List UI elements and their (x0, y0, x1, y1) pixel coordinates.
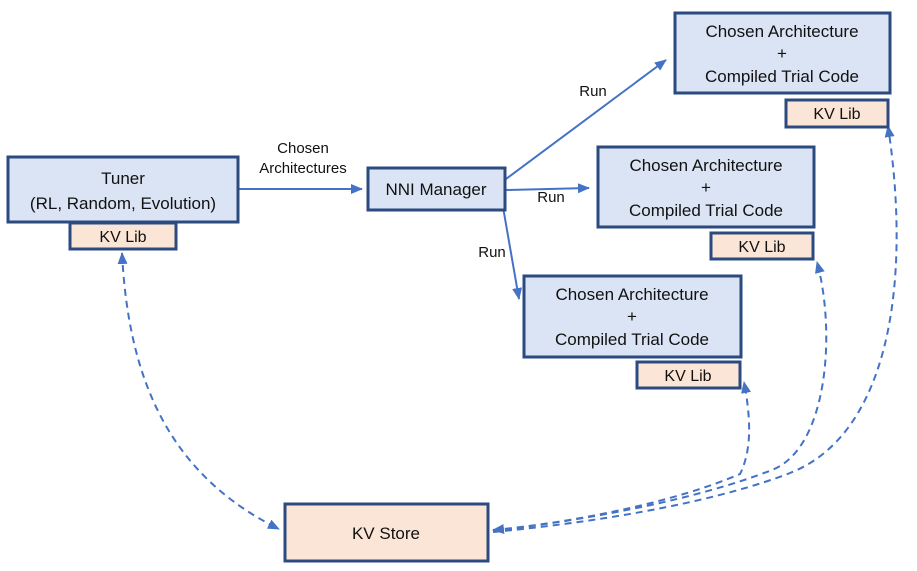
trial-middle-line2: + (701, 178, 711, 197)
run-label-middle: Run (537, 189, 565, 206)
chosen-architectures-label-line1: Chosen (277, 140, 329, 157)
trial-middle-kvlib-box (709, 231, 815, 261)
trial-box-middle (596, 145, 816, 229)
chosen-architectures-label-line2: Architectures (259, 160, 347, 177)
trial-top-line1: Chosen Architecture (705, 22, 858, 41)
tuner-box (6, 155, 240, 224)
trial-middle-kvlib-label: KV Lib (738, 239, 785, 256)
trial-box-bottom (522, 274, 743, 359)
kvstore-to-trial3-kvlib-link (492, 381, 751, 534)
kv-store-box (283, 502, 490, 563)
trial-box-top (673, 11, 892, 95)
trial-bottom-kvlib-label: KV Lib (664, 368, 711, 385)
kvstore-to-trial1-kvlib-link (492, 125, 898, 533)
run-label-bottom: Run (478, 244, 506, 261)
tuner-subtitle: (RL, Random, Evolution) (30, 194, 216, 213)
run-label-top: Run (579, 83, 607, 100)
trial-middle-line1: Chosen Architecture (629, 156, 782, 175)
trial-middle-line3: Compiled Trial Code (629, 201, 783, 220)
trial-bottom-line1: Chosen Architecture (555, 285, 708, 304)
tuner-kvlib-box (68, 221, 178, 251)
tuner-kvlib-to-kvstore-link (117, 252, 280, 530)
tuner-title: Tuner (101, 169, 145, 188)
nni-to-trial1-arrow (505, 59, 667, 180)
kvstore-to-trial2-kvlib-link (492, 261, 828, 532)
nni-to-trial3-arrow (502, 206, 523, 300)
kv-store-label: KV Store (352, 524, 420, 543)
trial-top-line2: + (777, 44, 787, 63)
tuner-kvlib-label: KV Lib (99, 229, 146, 246)
trial-bottom-kvlib-box (635, 360, 742, 390)
trial-top-kvlib-label: KV Lib (813, 106, 860, 123)
trial-top-line3: Compiled Trial Code (705, 67, 859, 86)
nni-manager-box (366, 166, 507, 212)
trial-bottom-line2: + (627, 307, 637, 326)
nni-to-trial2-arrow (505, 183, 590, 194)
trial-bottom-line3: Compiled Trial Code (555, 330, 709, 349)
trial-top-kvlib-box (784, 98, 890, 129)
nni-manager-label: NNI Manager (385, 180, 486, 199)
